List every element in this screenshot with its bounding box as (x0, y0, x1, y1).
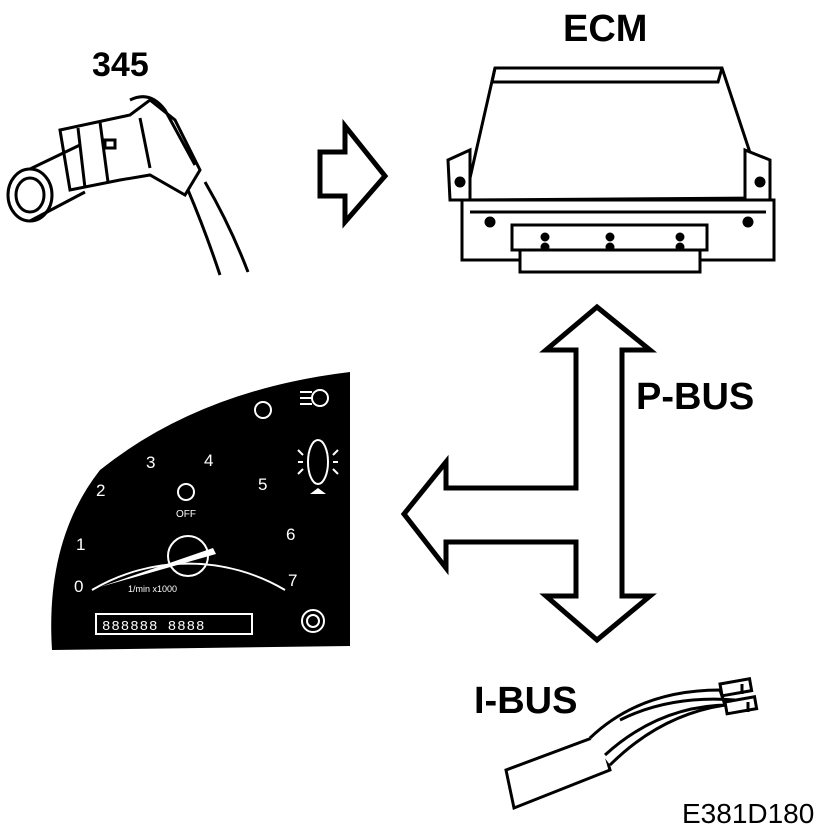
figure-code: E381D180 (682, 798, 815, 829)
i-bus-cable-icon (504, 677, 759, 811)
ecm-unit-icon (446, 66, 776, 274)
tacho-scale-1: 1 (76, 535, 85, 554)
instrument-cluster-icon (51, 372, 350, 650)
tacho-unit-label: 1/min x1000 (128, 584, 177, 594)
tacho-scale-6: 6 (286, 525, 295, 544)
tacho-scale-2: 2 (96, 481, 105, 500)
tacho-scale-4: 4 (204, 451, 213, 470)
tacho-scale-5: 5 (258, 475, 267, 494)
odometer-display: 888888 8888 (102, 619, 205, 635)
i-bus-label: I-BUS (474, 680, 578, 722)
traction-off-label: OFF (176, 509, 196, 520)
p-bus-arrow-icon (400, 303, 658, 644)
sensor-345-icon (6, 95, 250, 276)
sensor-label: 345 (92, 46, 149, 84)
p-bus-label: P-BUS (636, 376, 755, 418)
tacho-scale-0: 0 (74, 577, 83, 596)
ecm-label: ECM (563, 8, 648, 50)
signal-arrow-icon (317, 118, 389, 229)
tacho-scale-3: 3 (146, 453, 155, 472)
tacho-scale-7: 7 (288, 571, 297, 590)
